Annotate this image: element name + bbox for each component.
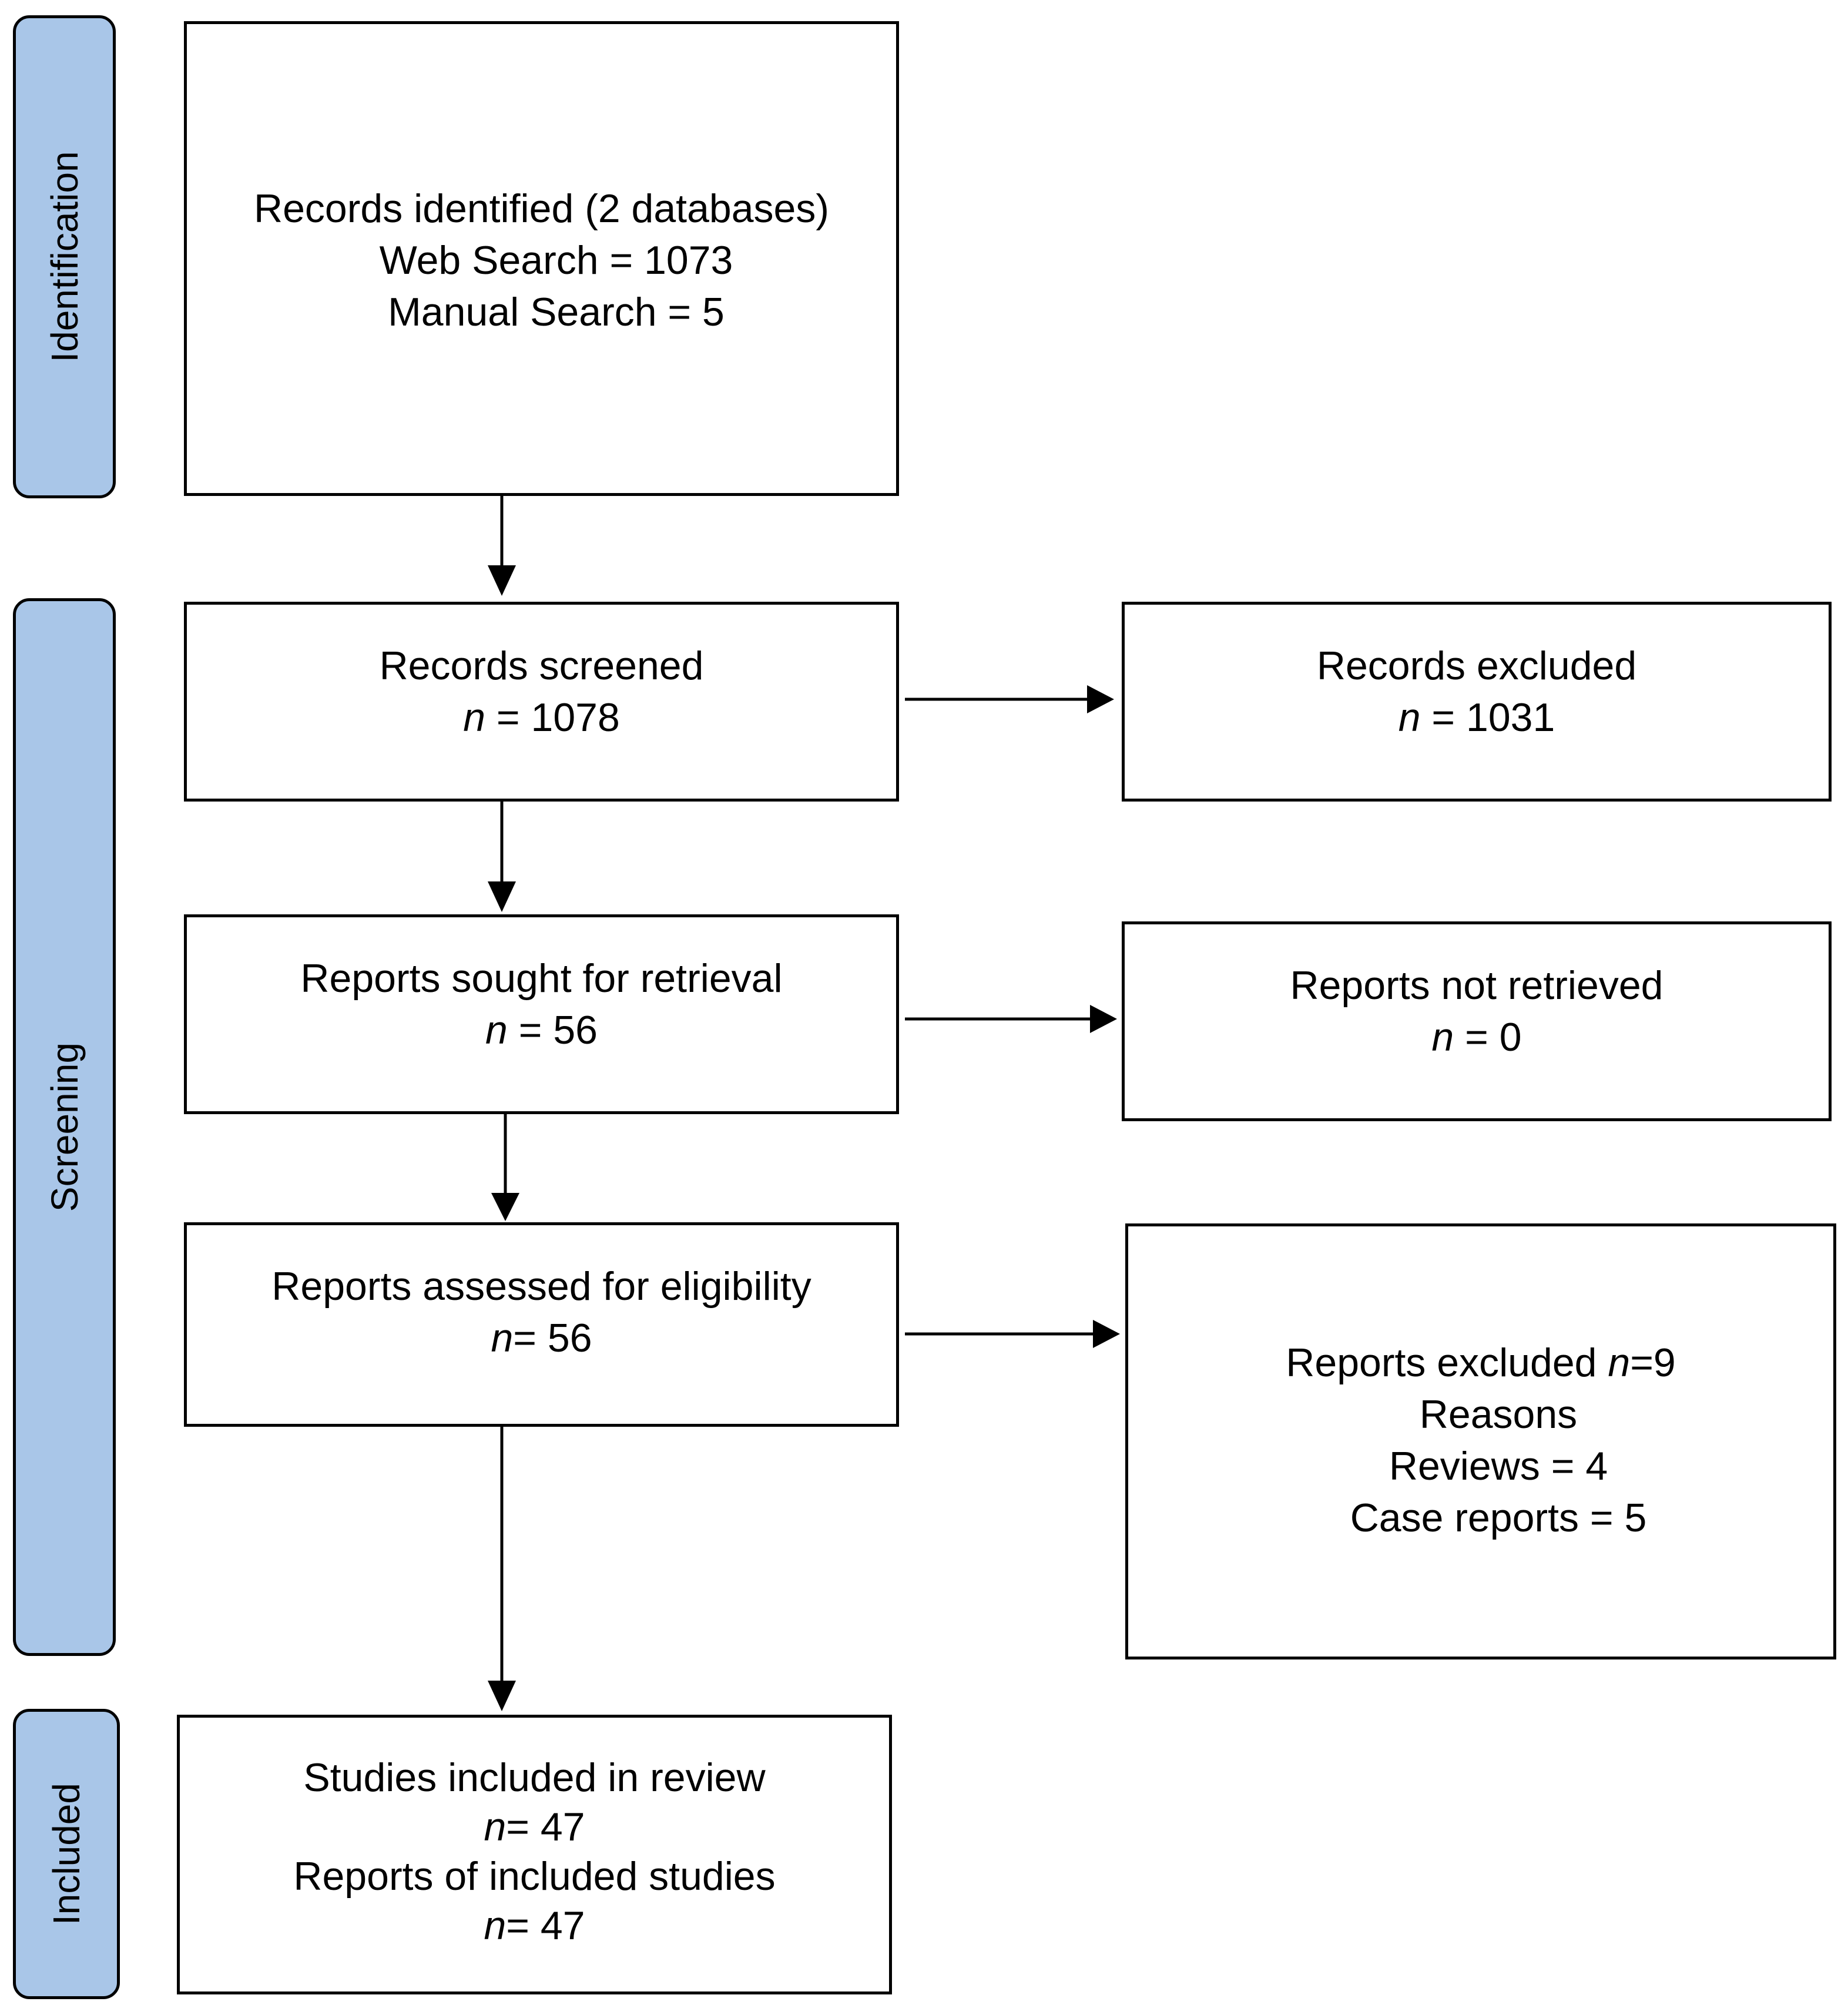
reports-not-retrieved-title: Reports not retrieved bbox=[1290, 963, 1663, 1008]
records-identified-box: Records identified (2 databases) Web Sea… bbox=[184, 21, 899, 496]
records-screened-box: Records screened n = 1078 bbox=[184, 602, 899, 802]
reports-sought-count: n = 56 bbox=[485, 1008, 598, 1052]
arrowhead-down-4 bbox=[488, 1681, 516, 1711]
arrowhead-right-2 bbox=[1090, 1005, 1117, 1033]
reports-not-retrieved-box: Reports not retrieved n = 0 bbox=[1122, 921, 1832, 1121]
records-excluded-box: Records excluded n = 1031 bbox=[1122, 602, 1832, 802]
case-reports-count: Case reports = 5 bbox=[1350, 1496, 1647, 1540]
reasons-label: Reasons bbox=[1419, 1392, 1578, 1437]
reports-assessed-box: Reports assessed for eligibility n= 56 bbox=[184, 1222, 899, 1427]
records-screened-title: Records screened bbox=[379, 643, 704, 688]
reports-assessed-count: n= 56 bbox=[491, 1316, 592, 1360]
arrowhead-down-1 bbox=[488, 565, 516, 596]
studies-included-title: Studies included in review bbox=[303, 1755, 766, 1800]
arrowhead-down-2 bbox=[488, 881, 516, 912]
arrowhead-right-1 bbox=[1087, 685, 1114, 713]
reports-excluded-box: Reports excluded n=9 Reasons Reviews = 4… bbox=[1125, 1223, 1836, 1659]
reports-not-retrieved-count: n = 0 bbox=[1431, 1015, 1522, 1060]
reports-included-title: Reports of included studies bbox=[293, 1854, 776, 1899]
reports-sought-box: Reports sought for retrieval n = 56 bbox=[184, 914, 899, 1114]
manual-search-count: Manual Search = 5 bbox=[388, 290, 725, 334]
records-excluded-title: Records excluded bbox=[1316, 643, 1637, 688]
arrowhead-down-3 bbox=[491, 1193, 519, 1221]
studies-included-box: Studies included in review n= 47 Reports… bbox=[177, 1715, 892, 1994]
records-identified-title: Records identified (2 databases) bbox=[254, 186, 829, 231]
reports-included-count: n= 47 bbox=[484, 1903, 585, 1948]
stage-identification: Identification bbox=[13, 15, 116, 498]
studies-included-count: n= 47 bbox=[484, 1805, 585, 1849]
reports-excluded-title: Reports excluded n=9 bbox=[1286, 1340, 1676, 1385]
records-excluded-count: n = 1031 bbox=[1398, 695, 1555, 740]
records-screened-count: n = 1078 bbox=[463, 695, 620, 740]
arrowhead-right-3 bbox=[1093, 1320, 1120, 1348]
stage-included: Included bbox=[13, 1709, 120, 1999]
reports-assessed-title: Reports assessed for eligibility bbox=[271, 1264, 811, 1309]
web-search-count: Web Search = 1073 bbox=[379, 238, 733, 283]
reports-sought-title: Reports sought for retrieval bbox=[300, 956, 783, 1001]
reviews-count: Reviews = 4 bbox=[1388, 1444, 1608, 1488]
stage-screening: Screening bbox=[13, 598, 116, 1656]
